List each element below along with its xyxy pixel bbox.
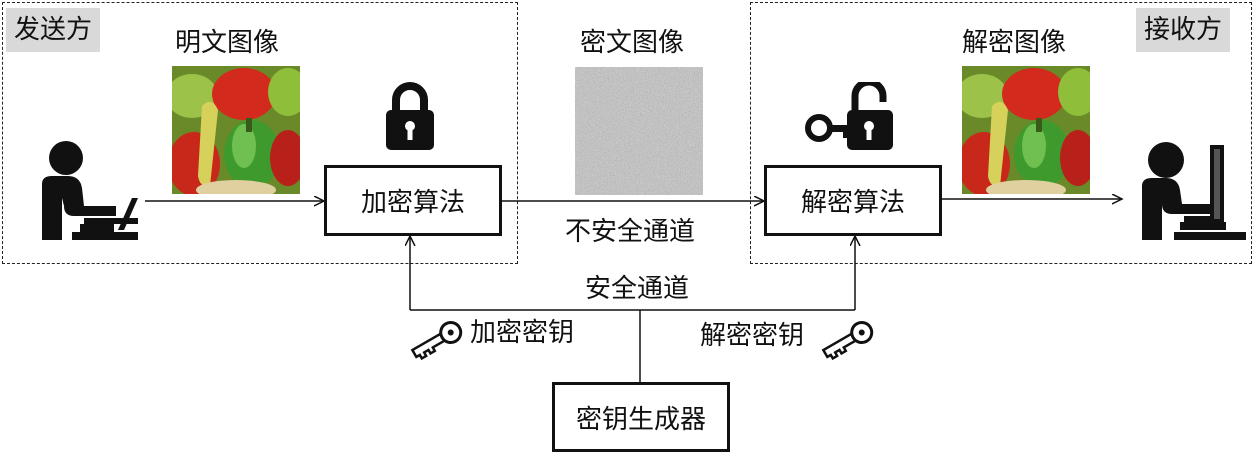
cipher-image-label: 密文图像 bbox=[580, 28, 685, 58]
plain-image bbox=[172, 66, 300, 194]
insecure-channel-label: 不安全通道 bbox=[565, 217, 696, 247]
padlock-icon bbox=[384, 82, 436, 152]
person-at-desktop-icon bbox=[1140, 140, 1250, 242]
decryption-key-label: 解密密钥 bbox=[700, 321, 805, 351]
plain-image-label: 明文图像 bbox=[175, 28, 280, 58]
encrypt-algorithm-box: 加密算法 bbox=[324, 165, 502, 236]
encryption-key-label: 加密密钥 bbox=[470, 318, 575, 348]
secure-channel-label: 安全通道 bbox=[585, 274, 690, 304]
decrypted-image bbox=[962, 66, 1090, 194]
cipher-image bbox=[575, 67, 703, 195]
receiver-tag: 接收方 bbox=[1136, 8, 1231, 52]
decrypted-image-label: 解密图像 bbox=[962, 28, 1067, 58]
sender-region bbox=[2, 2, 518, 264]
sender-tag: 发送方 bbox=[6, 8, 101, 52]
decryption-key-icon bbox=[816, 318, 878, 364]
encryption-key-icon bbox=[405, 318, 467, 364]
key-generator-box: 密钥生成器 bbox=[552, 382, 730, 452]
key-unlock-padlock-icon bbox=[805, 82, 895, 154]
decrypt-algorithm-box: 解密算法 bbox=[764, 165, 942, 236]
receiver-region bbox=[750, 2, 1252, 264]
person-at-laptop-icon bbox=[40, 140, 148, 244]
